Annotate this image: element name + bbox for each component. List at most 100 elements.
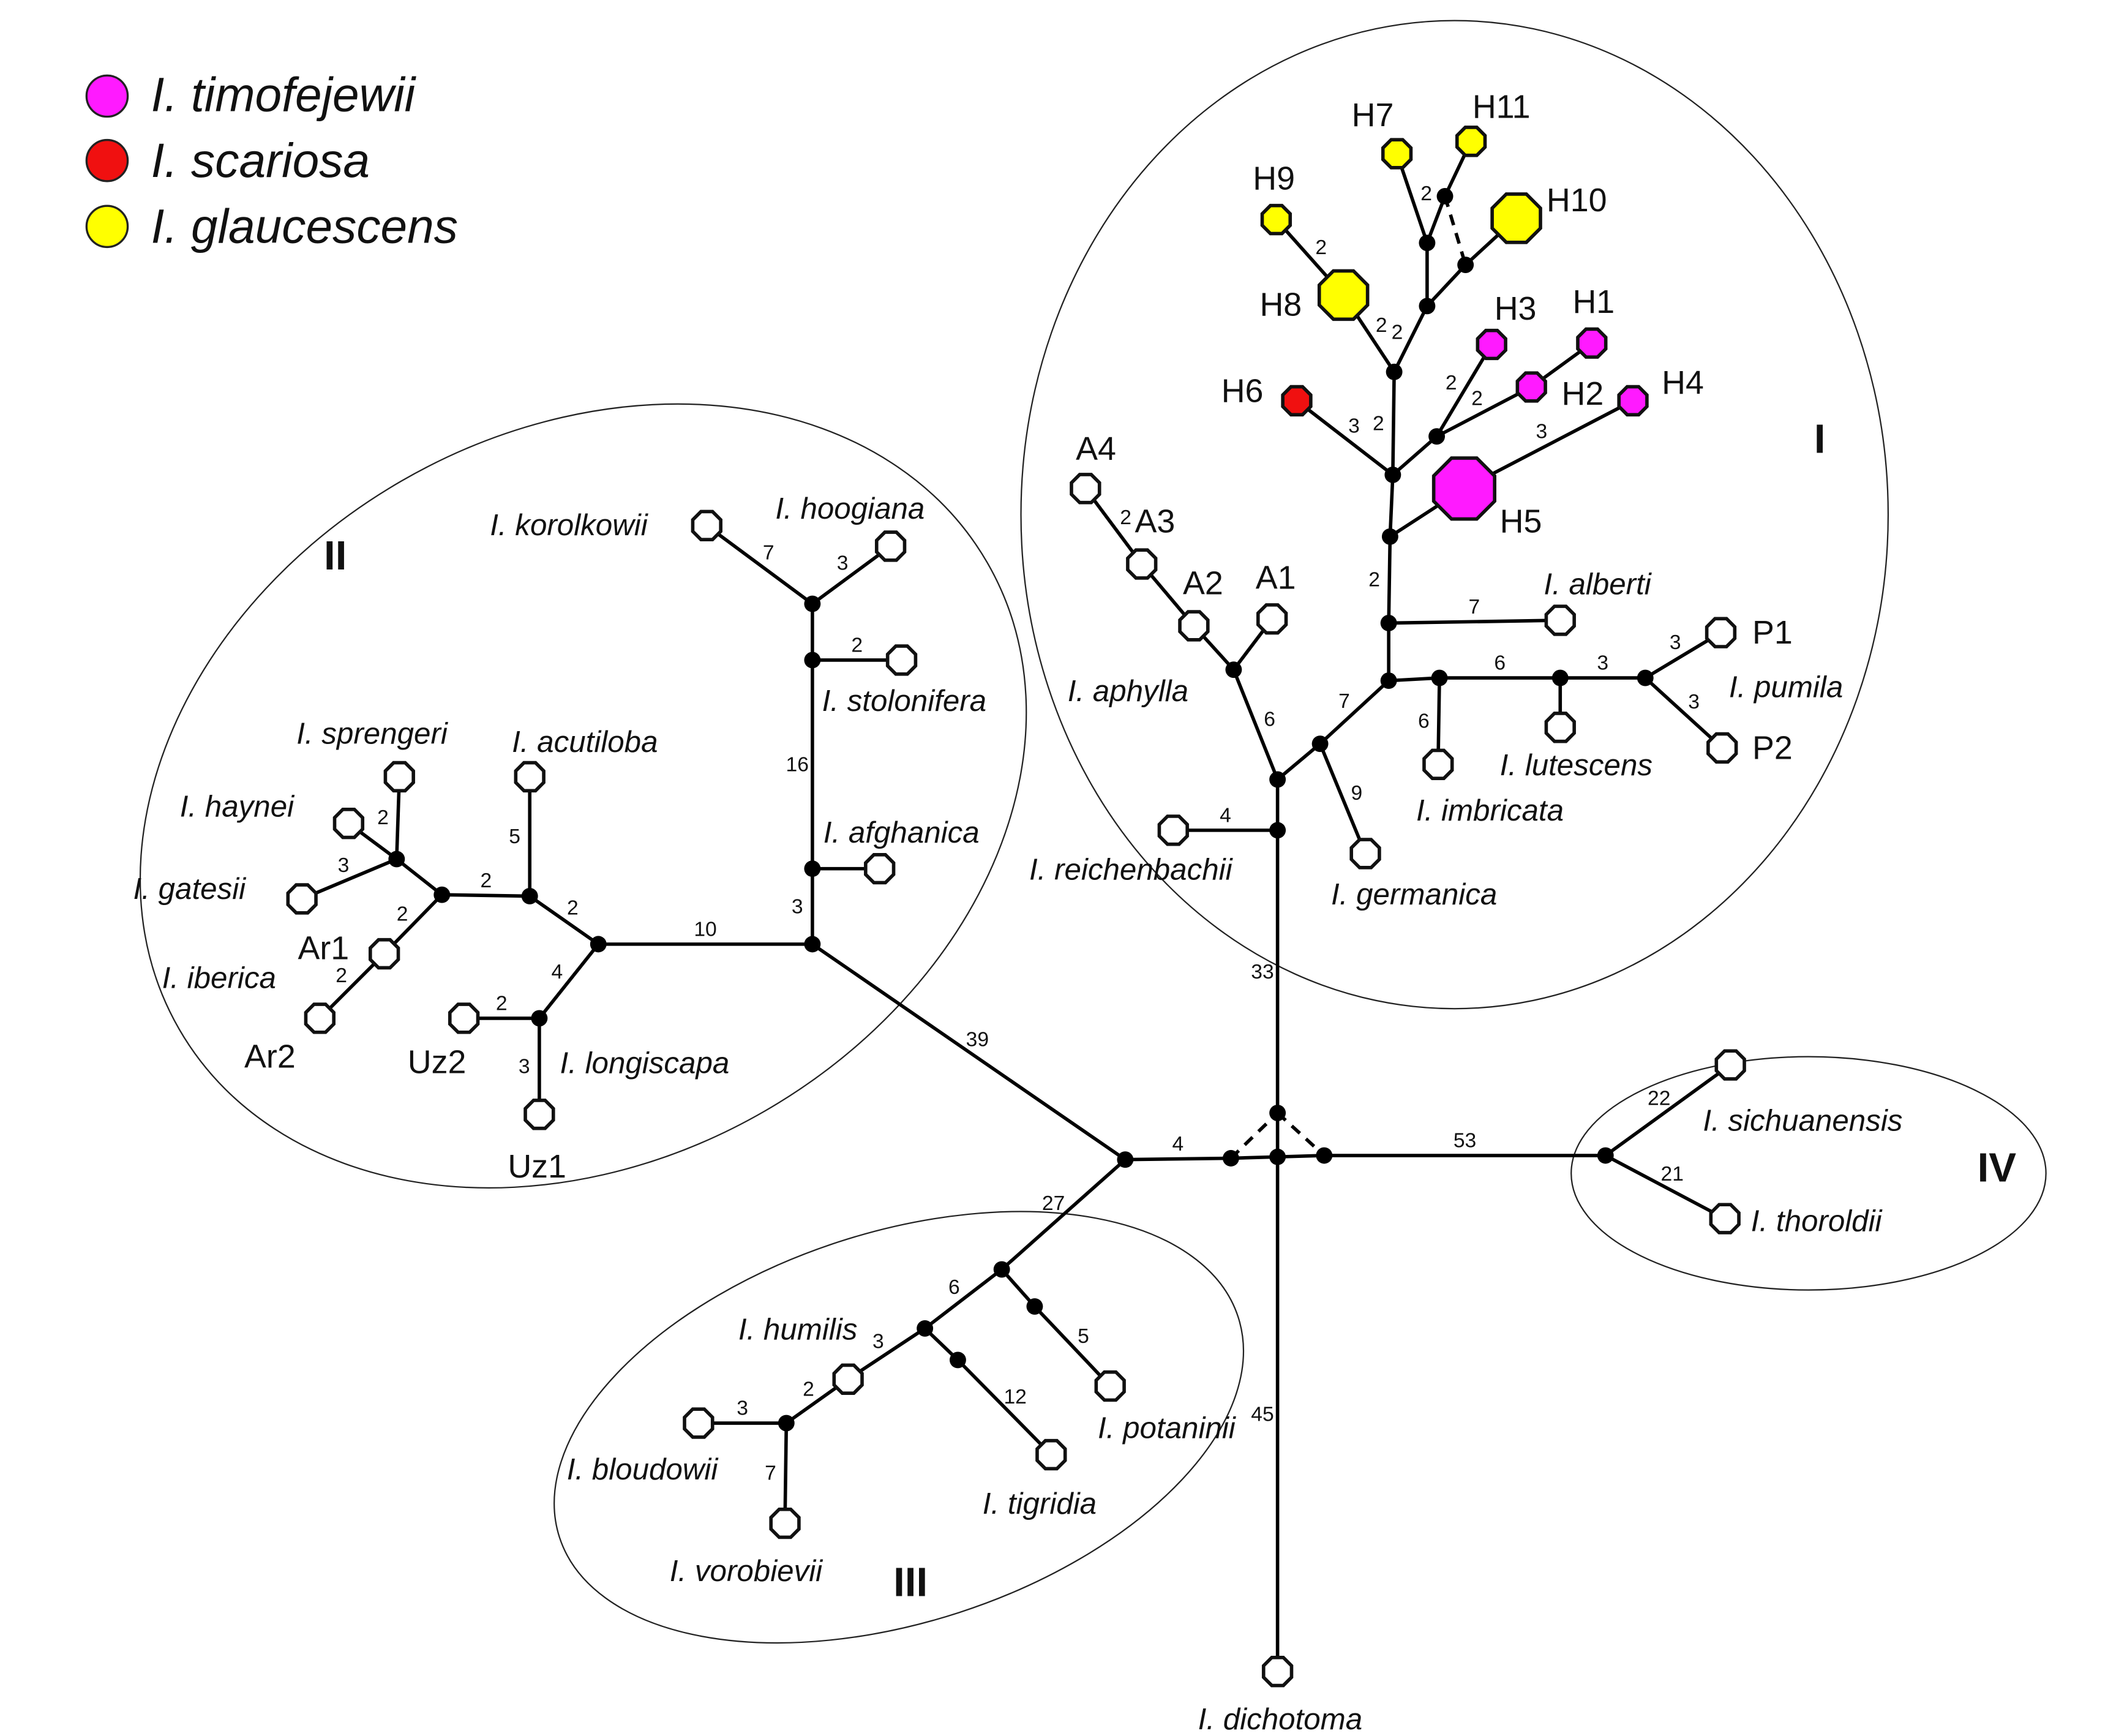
cluster-IV-ellipse xyxy=(1570,1056,2047,1291)
median-vector-node xyxy=(804,652,821,669)
mutation-count: 4 xyxy=(1220,804,1231,827)
cluster-label-II: II xyxy=(324,533,347,579)
network-edge xyxy=(1391,372,1396,475)
haplotype-node-lutescens xyxy=(1544,712,1576,743)
haplotype-label-haynei: I. haynei xyxy=(180,789,295,823)
haplotype-label-hoogiana: I. hoogiana xyxy=(775,492,925,525)
haplotype-node-thoroldii xyxy=(1709,1203,1741,1234)
haplotype-node-a2 xyxy=(1178,610,1210,642)
mutation-count: 6 xyxy=(1418,710,1430,733)
haplotype-label-bloudowii: I. bloudowii xyxy=(567,1452,719,1486)
haplotype-label-h3: H3 xyxy=(1495,290,1537,327)
median-vector-node xyxy=(521,887,538,904)
network-edge xyxy=(923,1268,1003,1330)
haplotype-label-p2: P2 xyxy=(1752,729,1793,766)
mutation-count: 6 xyxy=(948,1276,960,1299)
legend-item-scariosa: I. scariosa xyxy=(85,133,370,187)
haplotype-label-imbricata: I. imbricata xyxy=(1416,794,1564,827)
network-edge xyxy=(1443,195,1468,266)
haplotype-node-sprengeri xyxy=(383,761,415,793)
haplotype-label-alberti: I. alberti xyxy=(1544,567,1652,601)
network-edge xyxy=(1644,677,1724,750)
haplotype-node-vorobievii xyxy=(769,1507,801,1539)
mutation-count: 3 xyxy=(792,895,803,918)
mutation-count: 3 xyxy=(837,552,849,574)
haplotype-node-uz2 xyxy=(448,1002,480,1034)
mutation-count: 7 xyxy=(763,542,775,565)
haplotype-node-h2 xyxy=(1515,371,1547,403)
mutation-count: 2 xyxy=(377,806,389,829)
median-vector-node xyxy=(1428,428,1446,445)
network-edge xyxy=(1435,344,1493,438)
network-edge xyxy=(811,544,892,606)
haplotype-label-h2: H2 xyxy=(1562,375,1604,412)
network-edge xyxy=(1387,536,1392,623)
haplotype-node-h10 xyxy=(1490,192,1542,244)
median-vector-node xyxy=(1269,1105,1286,1121)
median-vector-node xyxy=(1637,669,1654,686)
network-edge xyxy=(1000,1268,1037,1308)
haplotype-label-vorobievii: I. vorobievii xyxy=(670,1554,823,1588)
mutation-count: 3 xyxy=(1597,652,1608,675)
haplotype-label-acutiloba: I. acutiloba xyxy=(512,725,658,759)
median-vector-node xyxy=(1269,771,1286,788)
mutation-count: 7 xyxy=(1338,690,1350,713)
mutation-count: 2 xyxy=(1446,372,1457,394)
mutation-count: 3 xyxy=(1688,691,1700,713)
mutation-count: 2 xyxy=(1368,569,1380,592)
mutation-count: 3 xyxy=(1670,631,1681,654)
median-vector-node xyxy=(1597,1147,1614,1164)
haplotype-label-sprengeri: I. sprengeri xyxy=(296,717,449,751)
median-vector-node xyxy=(993,1261,1010,1278)
network-edge xyxy=(1229,1111,1279,1160)
haplotype-label-h7: H7 xyxy=(1352,97,1394,133)
network-edge xyxy=(1033,1305,1112,1388)
haplotype-label-tigridia: I. tigridia xyxy=(983,1487,1097,1520)
median-vector-node xyxy=(804,860,821,877)
network-edge xyxy=(1388,475,1395,537)
haplotype-label-humilis: I. humilis xyxy=(738,1312,858,1346)
network-edge xyxy=(1318,743,1367,855)
legend-swatch xyxy=(85,74,129,118)
mutation-count: 9 xyxy=(1351,782,1363,805)
mutation-count: 39 xyxy=(966,1029,989,1051)
median-vector-node xyxy=(1222,1150,1239,1167)
haplotype-node-acutiloba xyxy=(514,761,546,793)
haplotype-node-h3 xyxy=(1476,328,1507,361)
haplotype-label-a1: A1 xyxy=(1256,559,1296,596)
cluster-label-I: I xyxy=(1814,416,1826,462)
legend-label: I. scariosa xyxy=(151,133,370,187)
median-vector-node xyxy=(590,936,607,953)
network-edge xyxy=(1388,676,1440,683)
median-vector-node xyxy=(388,851,405,868)
haplotype-label-korolkowii: I. korolkowii xyxy=(490,508,649,542)
mutation-count: 2 xyxy=(1471,388,1483,410)
mutation-count: 4 xyxy=(551,961,563,983)
haplotype-node-humilis xyxy=(832,1363,864,1395)
median-vector-node xyxy=(917,1320,934,1337)
haplotype-node-alberti xyxy=(1544,604,1576,636)
network-edge xyxy=(1000,1158,1127,1271)
mutation-count: 2 xyxy=(1373,412,1384,435)
haplotype-node-germanica xyxy=(1349,838,1381,870)
haplotype-label-dichotoma: I. dichotoma xyxy=(1198,1702,1363,1736)
haplotype-node-h6 xyxy=(1281,385,1313,417)
median-vector-node xyxy=(778,1415,795,1432)
mutation-count: 53 xyxy=(1454,1130,1476,1152)
haplotype-node-uz1 xyxy=(523,1099,555,1130)
haplotype-node-p1 xyxy=(1705,617,1737,648)
haplotype-label-potaninii: I. potaninii xyxy=(1098,1411,1237,1445)
network-edge xyxy=(301,857,397,901)
mutation-count: 27 xyxy=(1042,1192,1065,1215)
haplotype-label-ar2: Ar2 xyxy=(244,1039,296,1075)
legend-item-timofejewii: I. timofejewii xyxy=(85,68,417,122)
haplotype-label-h8: H8 xyxy=(1259,286,1302,323)
network-edge xyxy=(1389,618,1561,625)
network-edge xyxy=(441,893,530,898)
network-edge xyxy=(1232,669,1280,780)
haplotype-node-imbricata xyxy=(1422,748,1454,780)
haplotype-label-h10: H10 xyxy=(1547,182,1607,219)
network-edge xyxy=(705,524,814,606)
mutation-count: 5 xyxy=(509,825,520,848)
mutation-count: 21 xyxy=(1661,1163,1684,1186)
